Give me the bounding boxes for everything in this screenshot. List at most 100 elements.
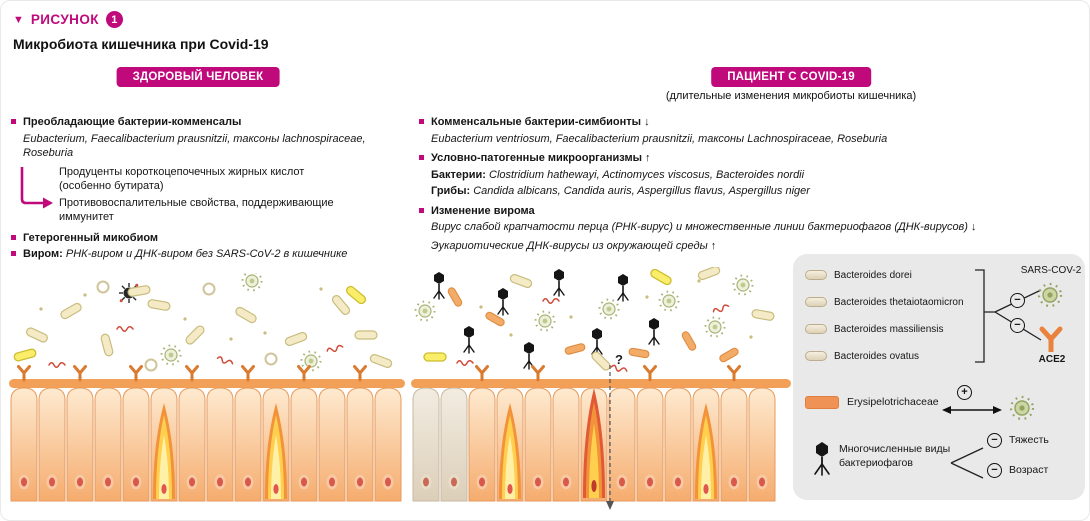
bacteroides-label: Bacteroides massiliensis: [834, 323, 944, 335]
healthy-virome-text: РНК-виром и ДНК-виром без SARS-CoV-2 в к…: [65, 248, 348, 261]
bullet-icon: [11, 251, 16, 257]
sars-cov-2-label: SARS-COV-2: [1020, 265, 1082, 276]
bacteriophage-icon: [648, 317, 660, 346]
bacteriophage-icon: [814, 442, 830, 476]
sars-cov-2-virus-icon: [1037, 282, 1063, 308]
covid-fungi-species: Candida albicans, Candida auris, Aspergi…: [473, 185, 810, 198]
phage-label-line1: Многочисленные виды: [839, 443, 951, 455]
bacteroides-label: Bacteroides dorei: [834, 269, 912, 281]
figure-number-badge: 1: [105, 11, 123, 28]
bullet-icon: [419, 207, 424, 213]
legend-row-bacteroides: Bacteroides dorei: [805, 268, 912, 282]
covid-badge: ПАЦИЕНТ С COVID-19: [711, 67, 871, 87]
page-title: Микробиота кишечника при Covid-19: [13, 36, 269, 52]
minus-icon: −: [987, 433, 1002, 448]
healthy-microbes-layer: [12, 273, 394, 372]
minus-icon: −: [1010, 293, 1025, 308]
virus-icon: [160, 344, 182, 366]
yellow-rod-bacterium-icon: [344, 284, 368, 306]
bullet-icon: [11, 234, 16, 240]
figure-label: РИСУНОК: [30, 12, 99, 27]
epithelium-band: [411, 379, 791, 388]
triangle-marker-icon: ▼: [13, 13, 24, 26]
covid-virome-line1: Вирус слабой крапчатости перца (РНК-виру…: [431, 221, 968, 234]
ace2-label: ACE2: [1038, 354, 1066, 365]
healthy-commensals-species: Eubacterium, Faecalibacterium prausnitzi…: [23, 132, 366, 160]
bacteriophage-icon: [497, 287, 509, 316]
covid-caption: (длительные изменения микробиоты кишечни…: [665, 90, 917, 102]
healthy-commensals-title: Преобладающие бактерии-комменсалы: [23, 116, 242, 128]
bacteroides-label: Bacteroides ovatus: [834, 350, 920, 362]
covid-virome-title: Изменение вирома: [431, 204, 535, 217]
age-label: Возраст: [1009, 464, 1049, 476]
covid-pathogens-title: Условно-патогенные микроорганизмы: [431, 152, 643, 165]
healthy-virome-label: Виром:: [23, 248, 63, 261]
scfa-line1: Продуценты короткоцепочечных жирных кисл…: [59, 165, 305, 193]
bacteria-capsule-icon: [805, 324, 827, 334]
down-arrow-icon: ↓: [970, 221, 977, 234]
covid-symbionts-title: Комменсальные бактерии-симбионты: [431, 116, 642, 128]
virus-icon: [658, 290, 680, 312]
virus-icon: [1009, 395, 1035, 421]
minus-icon: −: [1010, 318, 1025, 333]
bacteria-capsule-icon: [805, 270, 827, 280]
bacteriophage-icon: [617, 273, 629, 302]
yellow-rod-bacterium-icon: [648, 267, 674, 287]
fork-connector: [950, 447, 984, 479]
virus-icon: [704, 316, 726, 338]
phage-label-line2: бактериофагов: [839, 456, 913, 469]
bacteriophage-icon: [523, 341, 535, 370]
healthy-mycobiome: Гетерогенный микобиом: [23, 231, 159, 244]
bracket-connector: [975, 269, 1042, 363]
covid-bacteria-label: Бактерии:: [431, 168, 486, 181]
down-arrow-icon: ↓: [644, 116, 650, 128]
bacteriophage-icon: [591, 327, 603, 356]
bacteriophage-icon: [433, 271, 445, 300]
phage-label: Многочисленные виды бактериофагов: [839, 443, 950, 470]
erysipelotrichaceae-swatch: [805, 396, 839, 409]
bacteria-capsule-icon: [805, 351, 827, 361]
virus-icon: [732, 274, 754, 296]
erysipelotrichaceae-label: Erysipelotrichaceae: [847, 396, 939, 408]
bacteria-capsule-icon: [805, 297, 827, 307]
up-arrow-icon: ↑: [710, 239, 717, 252]
covid-bacteria-species: Clostridium hathewayi, Actinomyces visco…: [489, 168, 805, 181]
virus-icon: [534, 310, 556, 332]
covid-column: Комменсальные бактерии-симбионты↓ Eubact…: [419, 115, 1087, 257]
plus-icon: +: [957, 385, 972, 400]
minus-icon: −: [987, 463, 1002, 478]
figure-header: ▼ РИСУНОК 1: [13, 11, 123, 28]
ace2-receptor-icon: [1039, 326, 1063, 352]
legend-panel: Bacteroides dorei Bacteroides thetaiotao…: [793, 254, 1085, 500]
legend-row-bacteroides: Bacteroides thetaiotaomicron: [805, 295, 964, 309]
question-mark: ?: [615, 352, 623, 367]
bacteriophage-icon: [463, 325, 475, 354]
covid-microbes-layer: [414, 267, 776, 374]
elbow-arrow-icon: [20, 166, 53, 209]
epithelium-band: [9, 379, 405, 388]
up-arrow-icon: ↑: [645, 152, 651, 165]
legend-row-bacteroides: Bacteroides ovatus: [805, 349, 919, 363]
yellow-rod-bacterium-icon: [423, 352, 447, 362]
healthy-column: Преобладающие бактерии-комменсалы Eubact…: [11, 115, 409, 264]
virus-icon: [241, 273, 263, 292]
bullet-icon: [419, 155, 424, 161]
covid-fungi-label: Грибы:: [431, 185, 471, 198]
double-arrow-icon: [942, 406, 1002, 414]
legend-row-bacteroides: Bacteroides massiliensis: [805, 322, 944, 336]
severity-label: Тяжесть: [1009, 434, 1049, 446]
receptors-layer: [17, 365, 367, 382]
epithelium-cells: [10, 387, 402, 502]
covid-symbionts-species: Eubacterium ventriosum, Faecalibacterium…: [431, 132, 888, 145]
yellow-rod-bacterium-icon: [12, 347, 38, 363]
bacteroides-label: Bacteroides thetaiotaomicron: [834, 296, 964, 308]
healthy-gut-illustration: [9, 273, 405, 502]
virus-icon: [414, 300, 436, 322]
bullet-icon: [419, 119, 424, 124]
virus-icon: [598, 298, 620, 320]
epithelium-cells: [412, 387, 776, 502]
healthy-badge: ЗДОРОВЫЙ ЧЕЛОВЕК: [116, 67, 280, 87]
covid-gut-illustration: ?: [411, 267, 791, 510]
bacteriophage-icon: [553, 268, 565, 297]
